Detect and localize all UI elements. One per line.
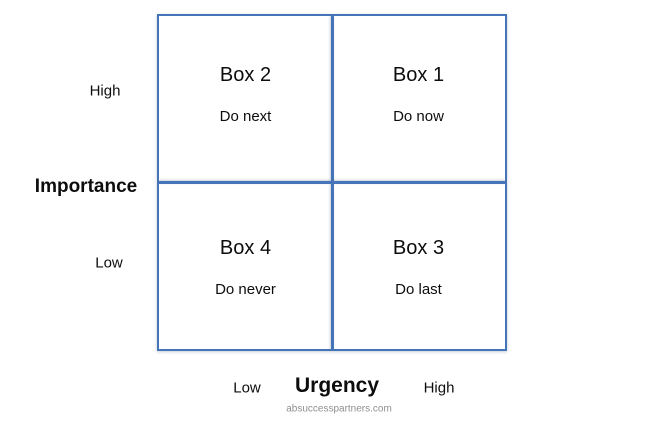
urgency-high-label: High: [423, 379, 455, 397]
quadrant-box1-title: Box 1: [392, 64, 445, 86]
matrix-grid: Box 2 Do next Box 1 Do now Box 4 Do neve…: [157, 14, 507, 351]
quadrant-box2: Box 2 Do next: [159, 16, 332, 183]
importance-axis-title: Importance: [34, 176, 138, 197]
quadrant-box2-subtitle: Do next: [219, 108, 272, 125]
importance-low-label: Low: [95, 254, 123, 272]
quadrant-box1: Box 1 Do now: [332, 16, 505, 183]
urgency-axis-title: Urgency: [294, 374, 380, 397]
watermark-text: absuccesspartners.com: [286, 403, 392, 415]
quadrant-box2-title: Box 2: [219, 64, 272, 86]
matrix-horizontal-divider: [159, 181, 505, 184]
quadrant-box3-title: Box 3: [392, 236, 445, 259]
importance-high-label: High: [89, 82, 121, 100]
quadrant-box3: Box 3 Do last: [332, 183, 505, 350]
quadrant-box4-subtitle: Do never: [215, 280, 276, 298]
quadrant-box4-title: Box 4: [219, 236, 272, 259]
quadrant-box4: Box 4 Do never: [159, 183, 332, 350]
quadrant-box1-subtitle: Do now: [393, 108, 444, 125]
quadrant-box3-subtitle: Do last: [395, 280, 442, 298]
urgency-low-label: Low: [233, 379, 261, 397]
